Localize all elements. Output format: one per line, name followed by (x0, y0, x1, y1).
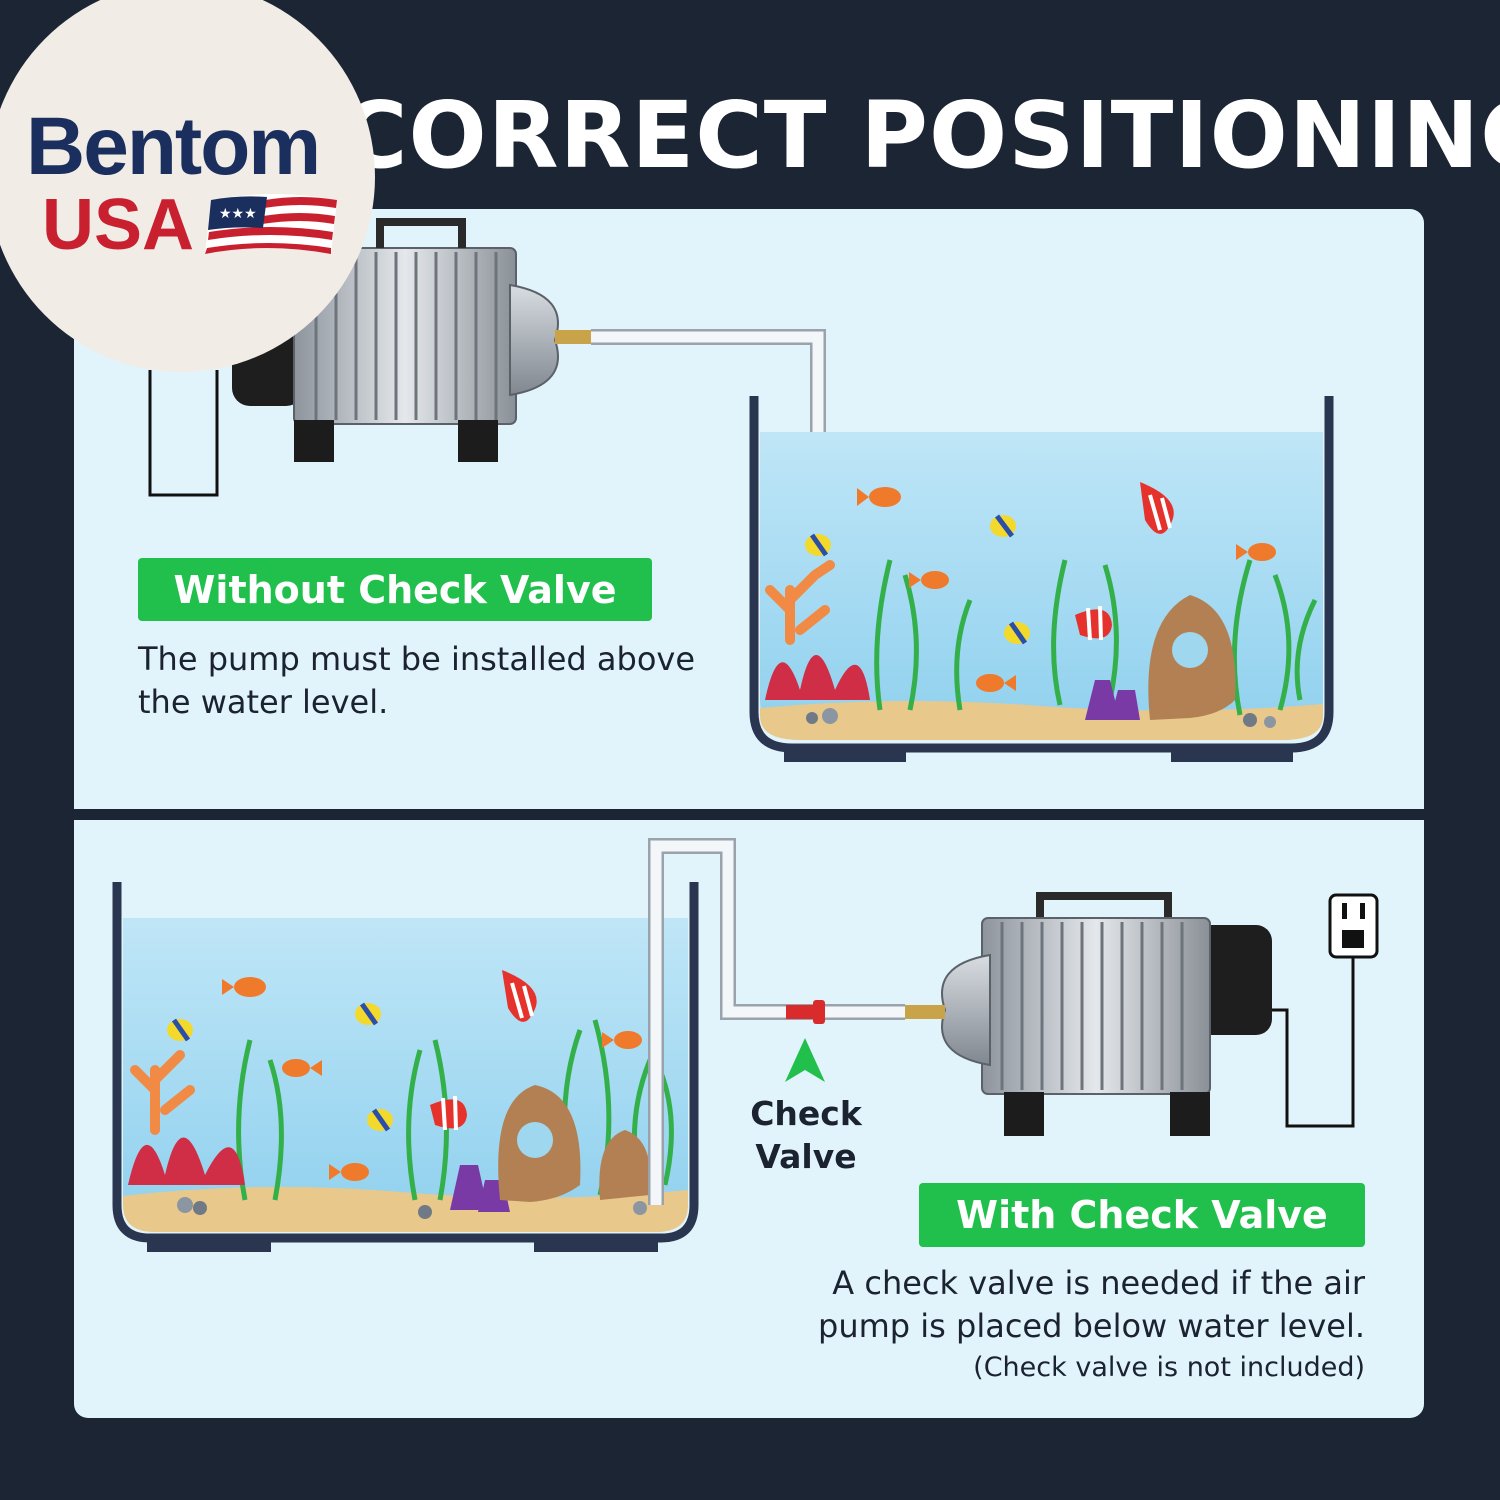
fish-icon (805, 482, 1276, 692)
logo-brand-text: Bentom (26, 101, 321, 192)
air-pump-icon (905, 892, 1272, 1136)
us-flag-icon: ★★★ (205, 194, 337, 254)
coral-icon (765, 560, 1276, 728)
seaweed-icon (874, 559, 1318, 716)
not-included-note: (Check valve is not included) (973, 1352, 1365, 1383)
arrow-up-icon (785, 1038, 825, 1082)
fish-icon (167, 970, 642, 1181)
with-check-valve-badge: With Check Valve (919, 1183, 1365, 1247)
check-valve-icon (786, 1000, 825, 1024)
power-outlet-icon (1328, 893, 1379, 959)
top-description: The pump must be installed above the wat… (138, 640, 696, 721)
bottom-description: A check valve is needed if the air pump … (818, 1264, 1365, 1345)
logo-country-text: USA (42, 185, 195, 265)
logo-background (0, 0, 375, 372)
page-title: CORRECT POSITIONING (340, 82, 1500, 189)
coral-icon (128, 1050, 651, 1219)
air-pump-icon (232, 218, 591, 462)
power-cord-top (148, 370, 219, 497)
power-cord-bottom (1272, 955, 1355, 1128)
without-check-valve-badge: Without Check Valve (138, 558, 652, 621)
brand-logo: Bentom USA ★★★ (0, 0, 375, 372)
svg-text:★★★: ★★★ (219, 206, 257, 222)
check-valve-label: Check Valve (750, 1094, 862, 1176)
